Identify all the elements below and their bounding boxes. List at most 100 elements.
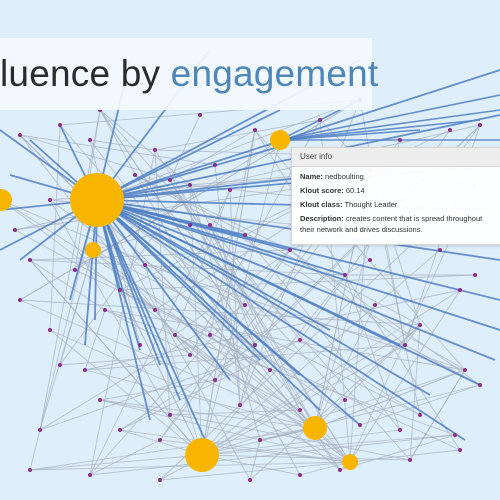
small-node[interactable] bbox=[98, 398, 102, 402]
small-node[interactable] bbox=[243, 303, 247, 307]
small-node[interactable] bbox=[403, 343, 407, 347]
small-node[interactable] bbox=[458, 288, 462, 292]
small-node[interactable] bbox=[478, 123, 482, 127]
edge bbox=[174, 249, 291, 336]
small-node[interactable] bbox=[143, 263, 147, 267]
small-node[interactable] bbox=[298, 408, 302, 412]
small-node[interactable] bbox=[463, 368, 467, 372]
edge bbox=[99, 109, 301, 476]
title-part-2: engagement bbox=[170, 53, 379, 94]
small-node[interactable] bbox=[88, 473, 92, 477]
edge bbox=[289, 249, 406, 346]
small-node[interactable] bbox=[258, 438, 262, 442]
small-node[interactable] bbox=[153, 148, 157, 152]
edge bbox=[209, 224, 256, 346]
small-node[interactable] bbox=[188, 223, 192, 227]
small-node[interactable] bbox=[153, 308, 157, 312]
edge bbox=[201, 324, 421, 456]
small-node[interactable] bbox=[18, 133, 22, 137]
edge bbox=[96, 99, 361, 201]
small-node[interactable] bbox=[338, 468, 342, 472]
small-node[interactable] bbox=[373, 303, 377, 307]
small-node[interactable] bbox=[88, 138, 92, 142]
small-node[interactable] bbox=[188, 353, 192, 357]
small-node[interactable] bbox=[118, 288, 122, 292]
small-node[interactable] bbox=[398, 428, 402, 432]
small-node[interactable] bbox=[358, 423, 362, 427]
small-node[interactable] bbox=[228, 188, 232, 192]
small-node[interactable] bbox=[208, 223, 212, 227]
small-node[interactable] bbox=[158, 438, 162, 442]
small-node[interactable] bbox=[28, 258, 32, 262]
edge bbox=[39, 304, 246, 431]
small-node[interactable] bbox=[73, 268, 77, 272]
small-node[interactable] bbox=[398, 138, 402, 142]
small-node[interactable] bbox=[248, 478, 252, 482]
small-node[interactable] bbox=[253, 343, 257, 347]
small-node[interactable] bbox=[213, 163, 217, 167]
edge bbox=[0, 199, 351, 463]
edge bbox=[99, 399, 316, 429]
edge bbox=[314, 369, 466, 429]
small-node[interactable] bbox=[478, 383, 482, 387]
small-node[interactable] bbox=[343, 273, 347, 277]
node-left[interactable] bbox=[0, 189, 12, 211]
node-mid[interactable] bbox=[85, 242, 101, 258]
small-node[interactable] bbox=[298, 473, 302, 477]
edge bbox=[96, 69, 500, 201]
small-node[interactable] bbox=[198, 113, 202, 117]
small-node[interactable] bbox=[238, 403, 242, 407]
small-node[interactable] bbox=[453, 433, 457, 437]
small-node[interactable] bbox=[298, 338, 302, 342]
small-node[interactable] bbox=[103, 308, 107, 312]
node-bottom[interactable] bbox=[185, 438, 219, 472]
tooltip-header: User info bbox=[292, 148, 500, 167]
edge bbox=[96, 199, 161, 366]
edge bbox=[174, 334, 351, 463]
small-node[interactable] bbox=[138, 343, 142, 347]
small-node[interactable] bbox=[243, 233, 247, 237]
small-node[interactable] bbox=[208, 333, 212, 337]
edge bbox=[174, 334, 341, 471]
small-node[interactable] bbox=[168, 413, 172, 417]
small-node[interactable] bbox=[343, 398, 347, 402]
small-node[interactable] bbox=[28, 468, 32, 472]
small-node[interactable] bbox=[368, 258, 372, 262]
node-lower-right[interactable] bbox=[303, 416, 327, 440]
small-node[interactable] bbox=[173, 333, 177, 337]
small-node[interactable] bbox=[38, 428, 42, 432]
title-band bbox=[0, 38, 372, 110]
edge bbox=[119, 344, 256, 431]
small-node[interactable] bbox=[58, 363, 62, 367]
small-node[interactable] bbox=[253, 128, 257, 132]
edge bbox=[29, 259, 203, 456]
node-hub[interactable] bbox=[70, 173, 124, 227]
small-node[interactable] bbox=[213, 378, 217, 382]
small-node[interactable] bbox=[133, 173, 137, 177]
tooltip-row-score: Klout score: 60.14 bbox=[300, 185, 496, 196]
small-node[interactable] bbox=[448, 128, 452, 132]
small-node[interactable] bbox=[18, 298, 22, 302]
small-node[interactable] bbox=[418, 413, 422, 417]
node-bottom-right[interactable] bbox=[342, 454, 358, 470]
small-node[interactable] bbox=[168, 178, 172, 182]
small-node[interactable] bbox=[438, 248, 442, 252]
small-node[interactable] bbox=[13, 228, 17, 232]
small-node[interactable] bbox=[118, 428, 122, 432]
small-node[interactable] bbox=[58, 123, 62, 127]
edge bbox=[96, 144, 286, 201]
tooltip-body: Name: nedboulting Klout score: 60.14 Klo… bbox=[292, 167, 500, 242]
node-top[interactable] bbox=[270, 130, 290, 150]
small-node[interactable] bbox=[188, 183, 192, 187]
small-node[interactable] bbox=[408, 458, 412, 462]
small-node[interactable] bbox=[418, 323, 422, 327]
small-node[interactable] bbox=[83, 368, 87, 372]
small-node[interactable] bbox=[48, 198, 52, 202]
small-node[interactable] bbox=[318, 118, 322, 122]
small-node[interactable] bbox=[473, 273, 477, 277]
small-node[interactable] bbox=[288, 248, 292, 252]
small-node[interactable] bbox=[268, 368, 272, 372]
small-node[interactable] bbox=[48, 328, 52, 332]
small-node[interactable] bbox=[158, 478, 162, 482]
small-node[interactable] bbox=[458, 448, 462, 452]
